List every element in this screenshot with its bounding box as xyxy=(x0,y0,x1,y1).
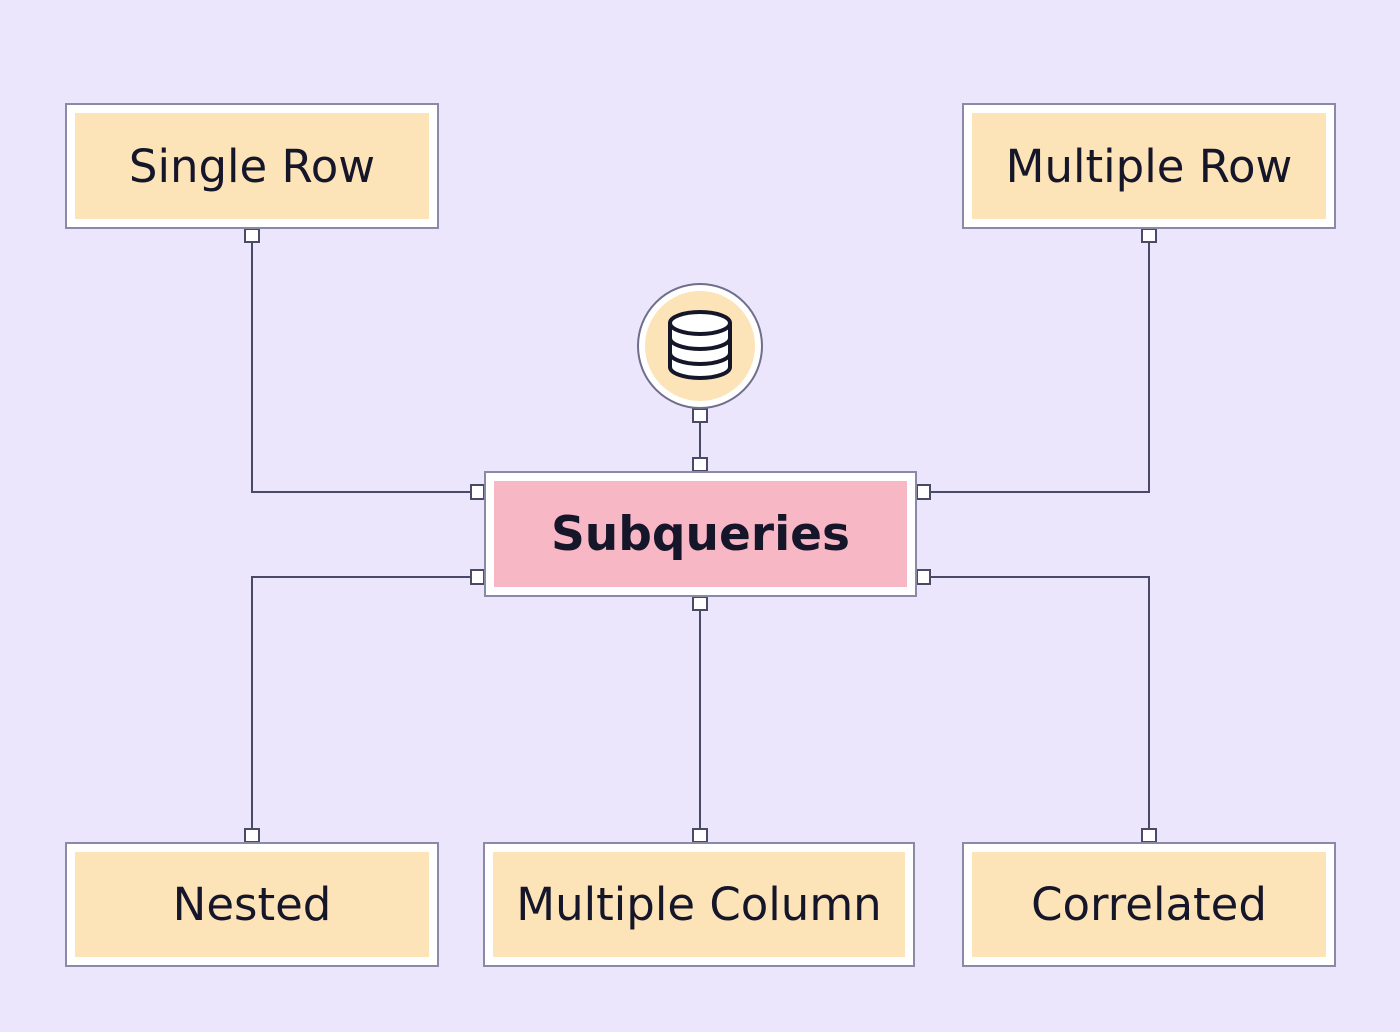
node-label: Single Row xyxy=(75,113,429,219)
node-label: Multiple Row xyxy=(972,113,1326,219)
node-label: Correlated xyxy=(972,852,1326,957)
port-center-top xyxy=(692,457,708,472)
port-multiple-column xyxy=(692,828,708,843)
port-single-row xyxy=(244,228,260,243)
node-multiple-column: Multiple Column xyxy=(483,842,915,967)
port-center-bottom xyxy=(692,596,708,611)
node-nested: Nested xyxy=(65,842,439,967)
node-multiple-row: Multiple Row xyxy=(962,103,1336,229)
connector-nested xyxy=(251,576,484,842)
connector-correlated xyxy=(917,576,1150,842)
database-icon xyxy=(668,310,732,380)
node-single-row: Single Row xyxy=(65,103,439,229)
node-label: Nested xyxy=(75,852,429,957)
port-database xyxy=(692,408,708,423)
port-multiple-row xyxy=(1141,228,1157,243)
port-nested xyxy=(244,828,260,843)
node-label: Multiple Column xyxy=(493,852,905,957)
center-label: Subqueries xyxy=(494,481,907,587)
node-subqueries: Subqueries xyxy=(484,471,917,597)
port-center-right-bottom xyxy=(916,569,931,585)
port-correlated xyxy=(1141,828,1157,843)
port-center-left-bottom xyxy=(470,569,485,585)
database-badge xyxy=(637,283,763,409)
connector-single-row xyxy=(251,229,484,493)
connector-multiple-row xyxy=(917,229,1150,493)
node-correlated: Correlated xyxy=(962,842,1336,967)
port-center-left-top xyxy=(470,484,485,500)
port-center-right-top xyxy=(916,484,931,500)
